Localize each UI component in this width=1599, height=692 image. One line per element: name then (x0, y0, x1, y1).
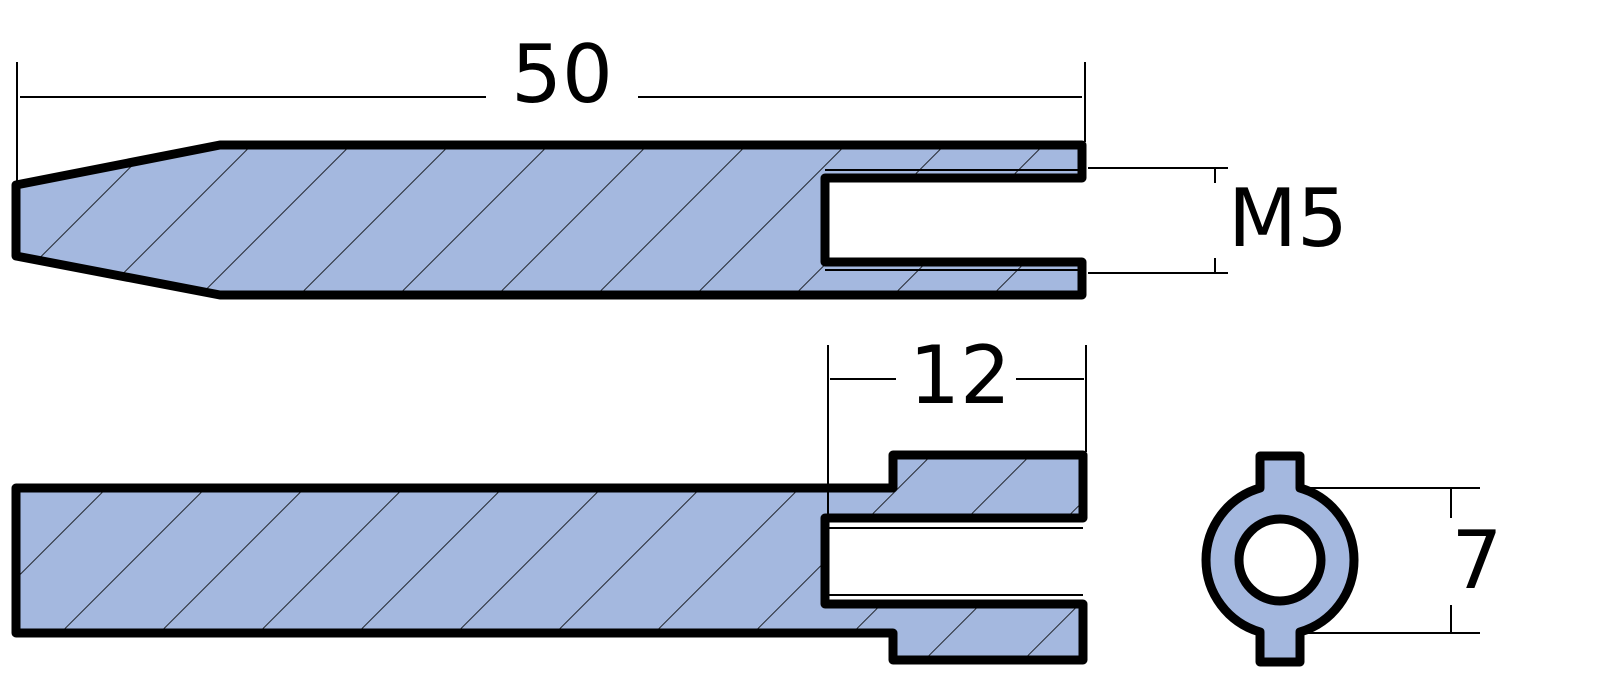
side-view-bore (825, 520, 1083, 602)
side-view-hatching (16, 455, 1083, 660)
thread-label: M5 (1228, 172, 1348, 265)
dimension-width: 7 (1305, 487, 1503, 634)
end-view (1201, 451, 1359, 667)
side-view (11, 450, 1088, 665)
end-view-bore (1234, 514, 1326, 606)
top-view (11, 140, 1087, 300)
dimension-slot-depth: 12 (827, 329, 1087, 515)
thread-bore (825, 178, 1082, 262)
dimension-thread: M5 (1088, 167, 1348, 274)
slot-depth-label: 12 (909, 329, 1011, 422)
overall-length-label: 50 (511, 28, 613, 121)
dimension-overall-length: 50 (16, 28, 1086, 182)
side-view-outline (11, 450, 1088, 665)
top-view-outline (11, 140, 1087, 300)
width-label: 7 (1452, 514, 1503, 607)
top-view-hatching (16, 145, 1082, 295)
